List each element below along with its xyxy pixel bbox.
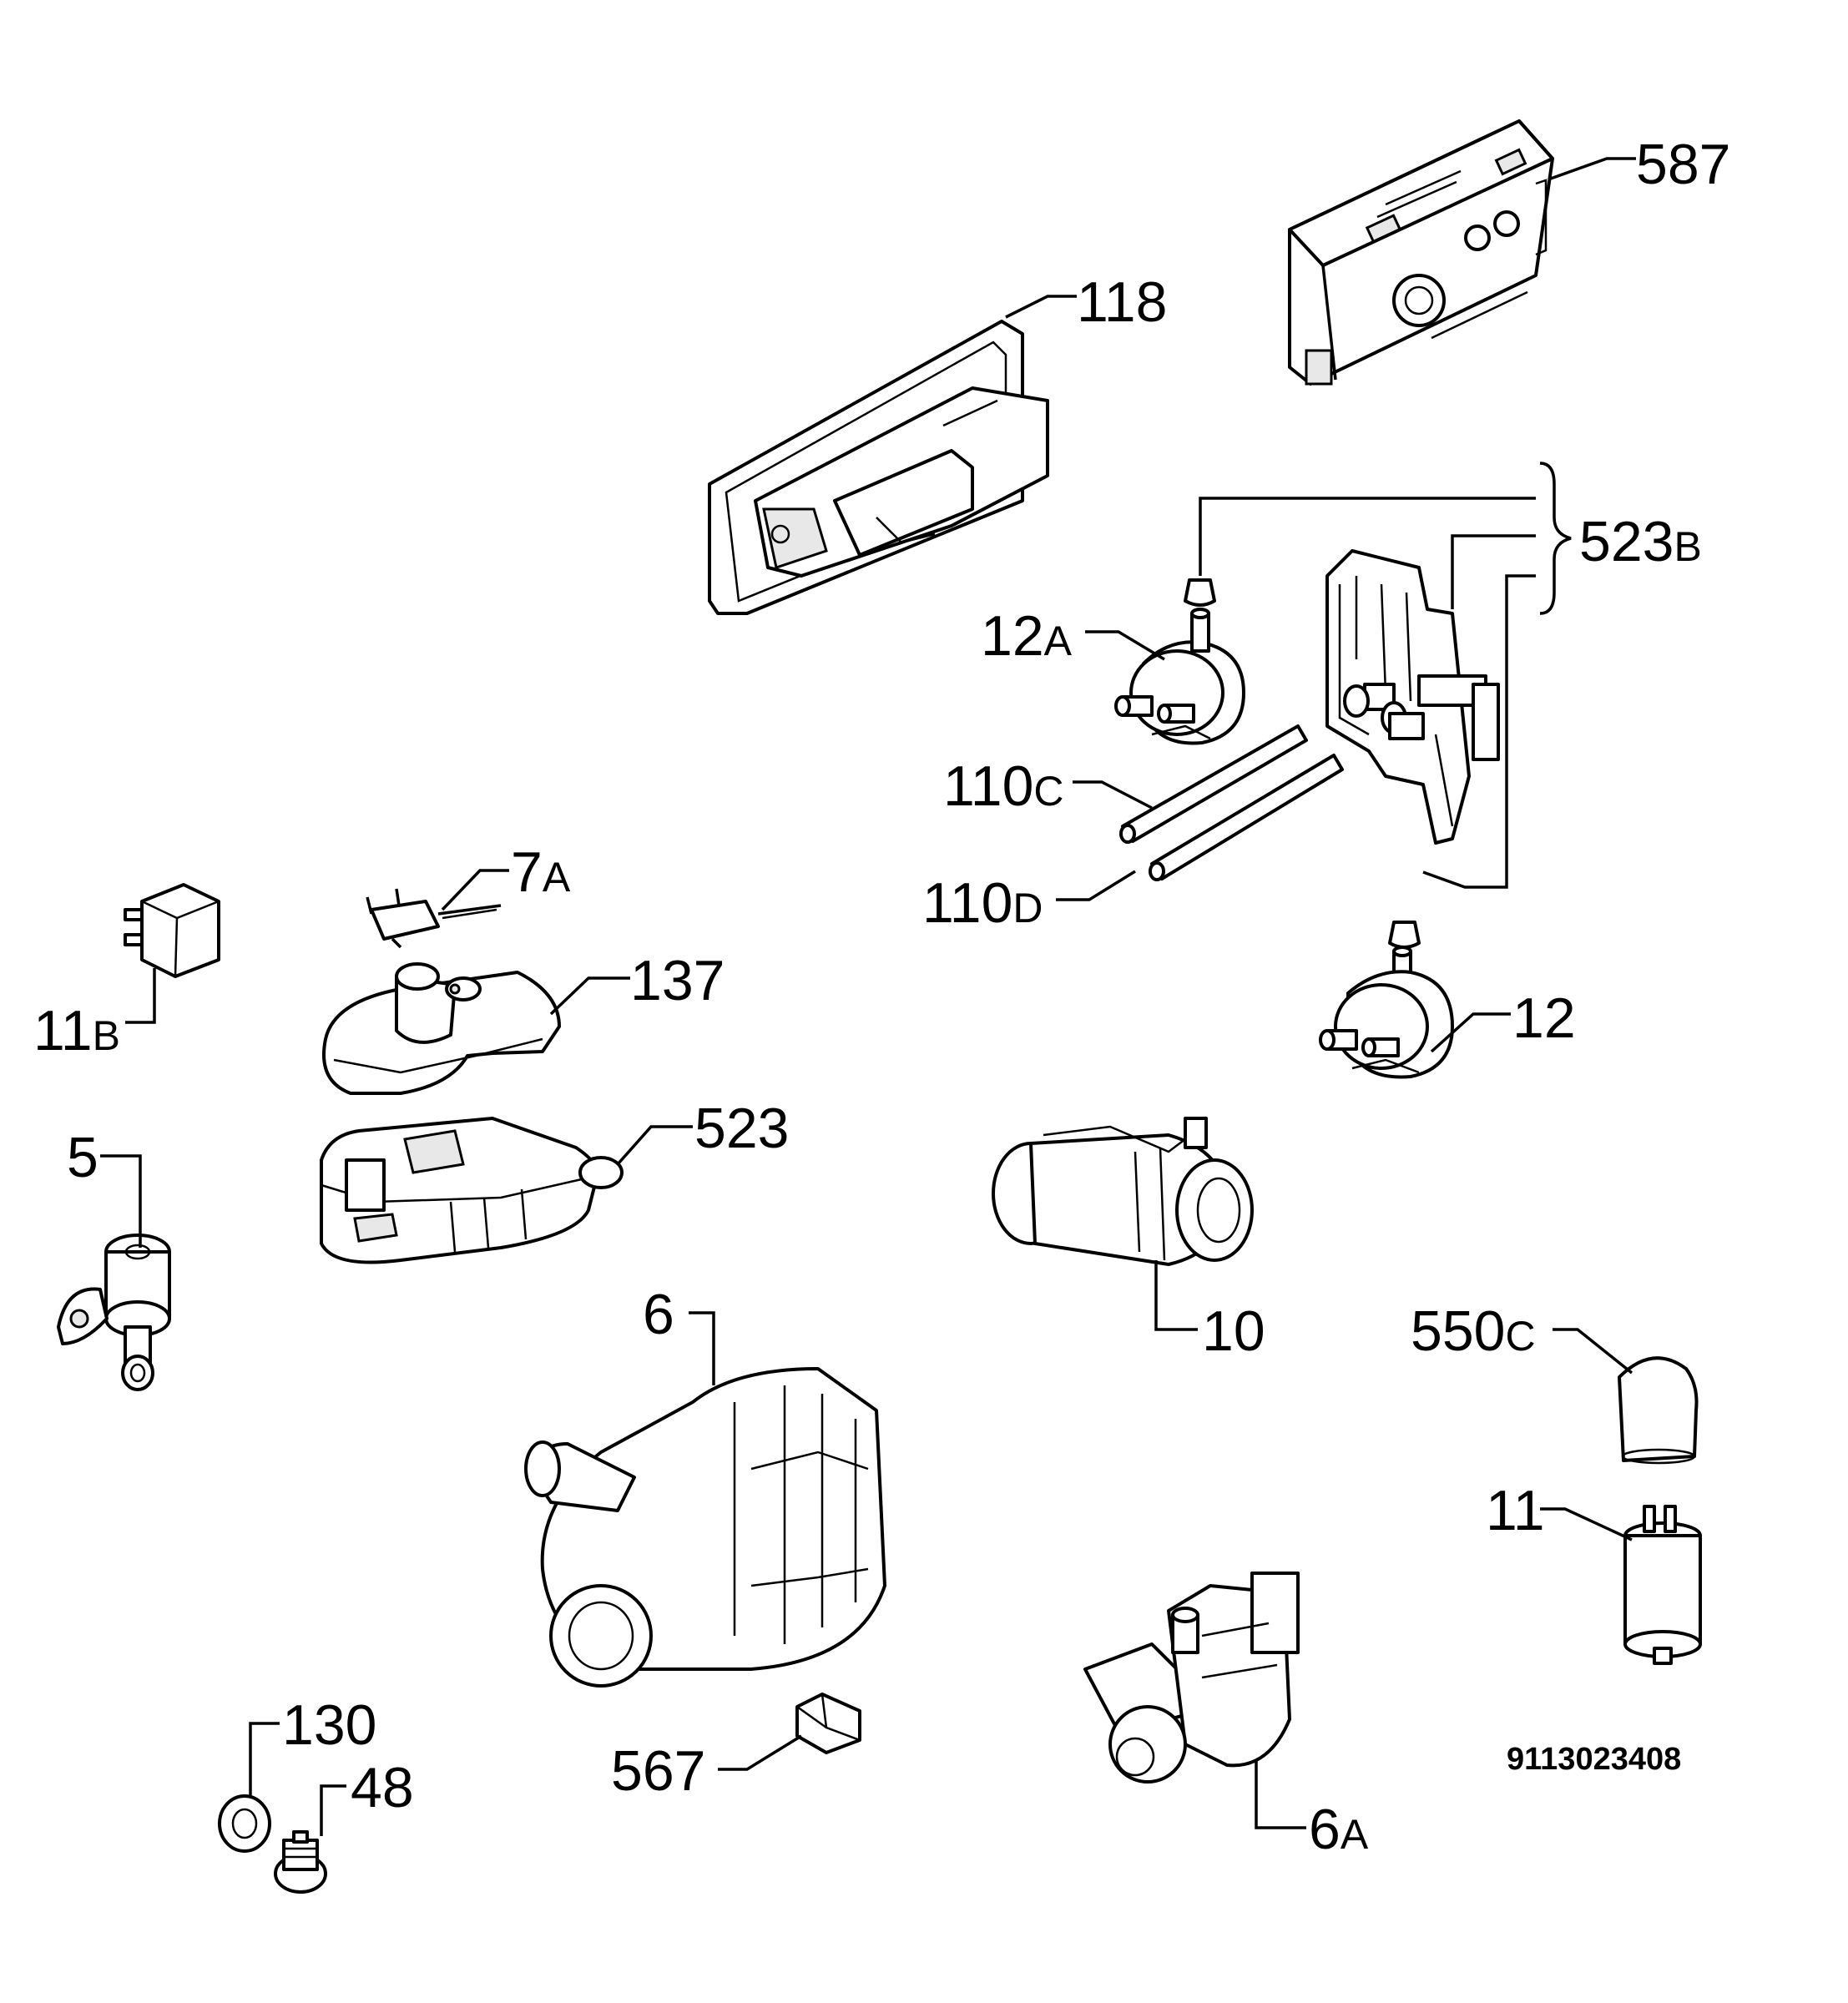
part-10-heater: [992, 1117, 1254, 1266]
label-110c: 110C: [943, 754, 1064, 818]
part-523b-bracket: [1325, 549, 1500, 845]
leader-lines: [100, 157, 1636, 1836]
label-118: 118: [1077, 270, 1167, 334]
part-523-base: [320, 1117, 624, 1264]
label-11b: 11B: [33, 999, 120, 1062]
part-11-capacitor: [1623, 1505, 1702, 1665]
label-6a: 6A: [1309, 1798, 1369, 1861]
part-11b-relay: [124, 883, 220, 978]
part-7a-switch: [366, 888, 502, 949]
label-7a: 7A: [511, 840, 571, 904]
part-130-seal-ring: [218, 1794, 271, 1853]
part-118-dispenser: [708, 320, 1049, 615]
label-523b: 523B: [1579, 510, 1702, 573]
part-587-control-module: [1288, 119, 1554, 386]
label-12a: 12A: [981, 604, 1073, 668]
part-110d-hose: [1149, 754, 1344, 881]
label-11: 11: [1486, 1479, 1545, 1542]
part-48-plug: [274, 1830, 327, 1894]
part-12a-pressure-switch: [1114, 578, 1245, 745]
part-6-circulation-pump: [524, 1367, 886, 1688]
label-137: 137: [630, 949, 725, 1012]
label-587: 587: [1636, 133, 1730, 196]
label-10: 10: [1202, 1299, 1265, 1363]
drawing-code: 9113023408: [1507, 1742, 1681, 1777]
reference-labels: 587 118 523B 12A 110C 110D 7A 137 11B 12…: [33, 133, 1730, 1861]
label-12: 12: [1512, 986, 1576, 1050]
part-6a-drain-pump: [1083, 1572, 1300, 1784]
part-110c-hose: [1119, 724, 1308, 844]
label-550c: 550C: [1411, 1299, 1536, 1363]
label-130: 130: [282, 1693, 376, 1757]
label-6: 6: [643, 1283, 674, 1346]
label-567: 567: [611, 1739, 705, 1803]
part-5-inlet-valve: [57, 1234, 171, 1391]
part-137-cover: [322, 962, 561, 1095]
label-48: 48: [351, 1756, 414, 1819]
label-110d: 110D: [922, 871, 1043, 935]
part-567-clip: [795, 1693, 861, 1754]
label-523: 523: [694, 1097, 789, 1160]
label-5: 5: [67, 1126, 98, 1189]
part-550c-cap: [1618, 1356, 1699, 1465]
part-12-pressure-switch: [1319, 921, 1454, 1079]
